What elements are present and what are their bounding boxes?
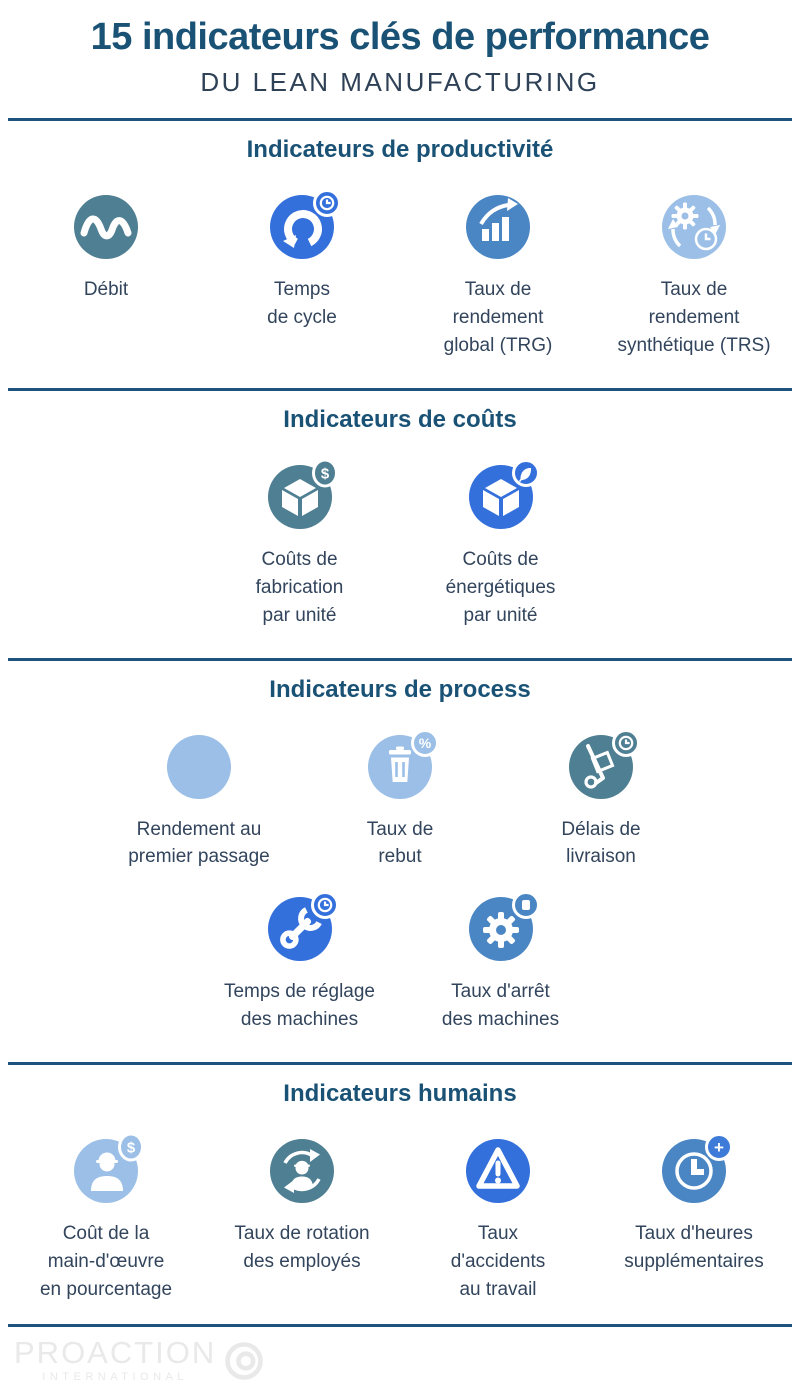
kpi-label: Taux d'accidents au travail [450, 1223, 546, 1301]
kpi-label: Taux de rotation des employés [234, 1223, 370, 1273]
header: 15 indicateurs clés de performance DU LE… [0, 0, 800, 118]
kpi-label: Coûts de fabrication par unité [255, 548, 344, 626]
kpi-label: Taux de rebut [366, 818, 434, 868]
dollar-badge-glyph: $ [127, 1140, 136, 1157]
kpi-label: Temps de réglage des machines [223, 981, 376, 1031]
plus-badge-glyph: + [714, 1138, 724, 1157]
percent-badge-glyph: % [419, 735, 432, 751]
section-title: Indicateurs de productivité [246, 136, 554, 163]
cube-dollar-icon: $ [260, 458, 340, 531]
section-title: Indicateurs de process [269, 675, 531, 703]
worker-dollar-icon: $ [66, 1133, 146, 1205]
kpi-label: Coût de la main-d'œuvre en pourcentage [39, 1223, 173, 1301]
section-title: Indicateurs humains [283, 1080, 517, 1108]
section-humains: Indicateurs humains $ Coût de la main-d'… [0, 1065, 800, 1324]
brand-subname: INTERNATIONAL [42, 1370, 188, 1383]
worker-rotation-icon [262, 1133, 342, 1205]
footer: PROACTION INTERNATIONAL [0, 1327, 800, 1389]
kpi-item: Débit [10, 189, 202, 304]
kpi-item: Délais de livraison [501, 728, 702, 872]
warning-triangle-icon [458, 1133, 538, 1205]
kpi-item: Taux d'arrêt des machines [400, 891, 601, 1034]
kpi-item: Coûts de énergétiques par unité [400, 458, 601, 630]
kpi-label: Taux d'heures supplémentaires [624, 1223, 764, 1273]
kpi-label: Taux de rendement global (TRG) [443, 279, 553, 356]
brand-mark-icon [222, 1339, 266, 1383]
divider [8, 118, 792, 121]
kpi-item: Temps de cycle [206, 189, 398, 332]
section-couts: Indicateurs de coûts $ Coûts de fabricat… [0, 391, 800, 658]
kpi-item: Taux d'accidents au travail [402, 1133, 594, 1304]
gear-stop-icon [461, 891, 541, 963]
dollar-badge-glyph: $ [320, 465, 329, 482]
kpi-item: Taux de rendement synthétique (TRS) [598, 189, 790, 360]
clock-plus-icon: + [654, 1133, 734, 1205]
kpi-label: Débit [83, 279, 129, 300]
kpi-item: + Taux d'heures supplémentaires [598, 1133, 790, 1276]
handtruck-clock-icon [561, 728, 641, 801]
kpi-item: Rendement au premier passage [99, 729, 300, 872]
gear-sync-clock-icon [654, 189, 734, 261]
kpi-label: Taux d'arrêt des machines [441, 981, 560, 1031]
kpi-item: $ Coût de la main-d'œuvre en pourcentage [10, 1133, 202, 1304]
kpi-item: $ Coûts de fabrication par unité [199, 458, 400, 630]
kpi-label: Temps de cycle [267, 279, 337, 328]
kpi-item: % Taux de rebut [300, 728, 501, 872]
trash-percent-icon: % [360, 728, 440, 801]
section-title: Indicateurs de coûts [283, 405, 517, 433]
divider [8, 657, 792, 661]
kpi-item: Taux de rendement global (TRG) [402, 189, 594, 360]
brand-name: PROACTION [14, 1334, 217, 1370]
kpi-label: Rendement au premier passage [128, 818, 270, 868]
wave-icon [66, 189, 146, 261]
page-title: 15 indicateurs clés de performance [90, 16, 710, 58]
wrench-clock-icon [260, 891, 340, 963]
stacked-cubes-icon [159, 729, 239, 801]
cycle-arrow-clock-icon [262, 189, 342, 261]
divider [8, 387, 792, 391]
kpi-label: Taux de rendement synthétique (TRS) [617, 279, 771, 356]
divider [8, 1062, 792, 1066]
kpi-label: Coûts de énergétiques par unité [445, 548, 556, 626]
brand-logo: PROACTION INTERNATIONAL [14, 1337, 216, 1383]
section-productivite: Indicateurs de productivité Débit [0, 121, 800, 388]
cube-leaf-icon [461, 458, 541, 531]
page-subtitle: DU LEAN MANUFACTURING [200, 67, 600, 97]
kpi-label: Délais de livraison [561, 818, 641, 868]
kpi-item: Temps de réglage des machines [199, 891, 400, 1034]
bar-chart-growth-icon [458, 189, 538, 261]
kpi-item: Taux de rotation des employés [206, 1133, 398, 1276]
section-process: Indicateurs de process [0, 661, 800, 1063]
